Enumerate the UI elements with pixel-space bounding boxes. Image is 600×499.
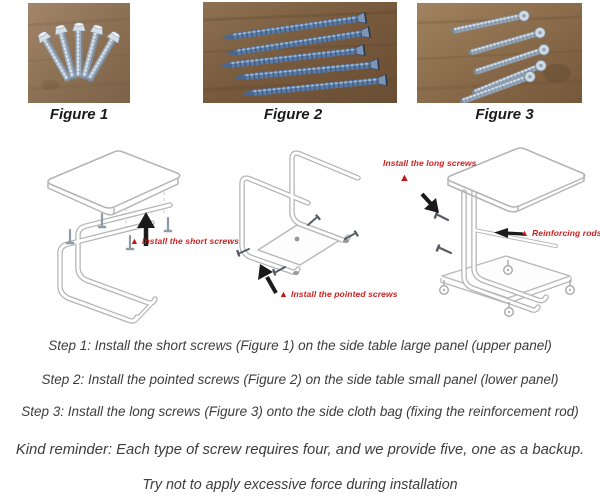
install-pointed-screws-label: Install the pointed screws [291,289,398,299]
diagram-2-svg [236,150,361,294]
reinforcing-rods-label: Reinforcing rods [532,228,600,238]
pointed-screw-glyphs [236,214,359,276]
up-arrow-icon [137,212,155,246]
diagram-1-svg [47,150,181,324]
reinforcing-rods-note: ▲Reinforcing rods [520,228,600,238]
kind-reminder-text: Kind reminder: Each type of screw requir… [15,442,585,458]
warning-triangle-icon: ▲ [520,228,530,238]
warning-triangle-icon: ▲ [130,236,140,246]
bottom-panel [441,255,571,299]
pointed-screws-photo [203,2,397,103]
bottom-panel [257,224,341,266]
install-short-screws-label: Install the short screws [142,236,239,246]
short-screws-photo [28,3,130,103]
long-screw-glyphs [433,211,453,255]
warning-triangle-icon: ▲ [399,172,410,184]
table-frame [57,202,173,324]
up-left-arrow-icon [258,264,278,294]
figure-1-caption: Figure 1 [49,106,109,123]
casters [439,260,575,317]
caution-text: Try not to apply excessive force during … [142,477,458,493]
alignment-guides [125,192,165,230]
step-2-text: Step 2: Install the pointed screws (Figu… [41,372,559,387]
step-1-text: Step 1: Install the short screws (Figure… [48,338,552,353]
figure-3-caption: Figure 3 [475,106,534,123]
diagram-step1-exploded-top-panel [22,136,197,328]
install-long-screws-note: Install the long screws [383,158,476,168]
figure-2-caption: Figure 2 [263,106,323,123]
table-frame [461,185,559,313]
install-pointed-screws-note: ▲Install the pointed screws [279,289,398,299]
top-panel [47,150,181,216]
diagram-3-svg [420,147,586,317]
warning-triangle-icon: ▲ [279,289,289,299]
diagram-step2-frame-bottom-panel [226,140,376,318]
install-long-screws-label: Install the long screws [383,158,477,168]
pointed-screws-photo-svg [203,2,397,103]
long-screws-photo-svg [417,3,582,103]
diagram-step3-assembled-table [378,130,600,330]
down-right-arrow-icon [420,192,439,213]
step-3-text: Step 3: Install the long screws (Figure … [21,404,579,419]
left-arrow-icon [494,228,524,238]
short-screw-glyphs [65,212,173,251]
top-panel [447,147,586,213]
short-screws-photo-svg [28,3,130,103]
install-short-screws-note: ▲Install the short screws [130,236,239,246]
long-screws-photo [417,3,582,103]
